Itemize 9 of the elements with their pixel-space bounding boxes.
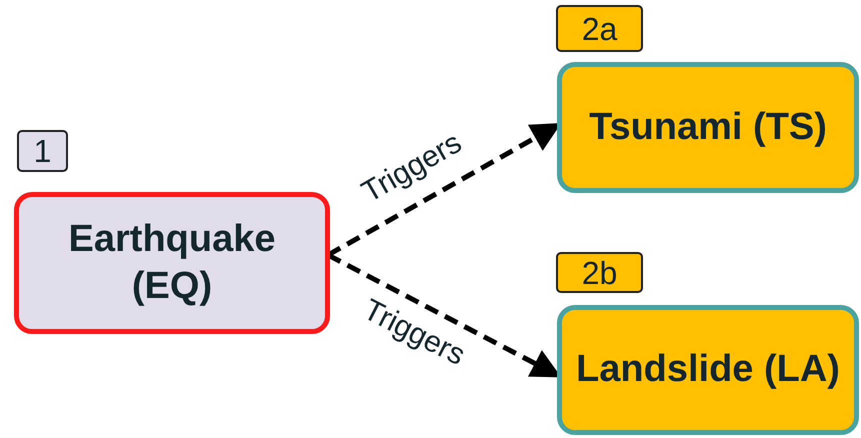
- step-number-tag: 2a: [556, 5, 643, 52]
- node-label: Landslide (LA): [575, 347, 841, 392]
- process-box: [557, 305, 859, 435]
- step-number-tag: 1: [17, 130, 68, 172]
- node-label: Earthquake (EQ): [68, 216, 276, 309]
- node-label: Tsunami (TS): [588, 104, 828, 150]
- step-number-tag: 2b: [556, 252, 643, 293]
- process-box: [557, 62, 859, 193]
- process-box: [14, 192, 330, 334]
